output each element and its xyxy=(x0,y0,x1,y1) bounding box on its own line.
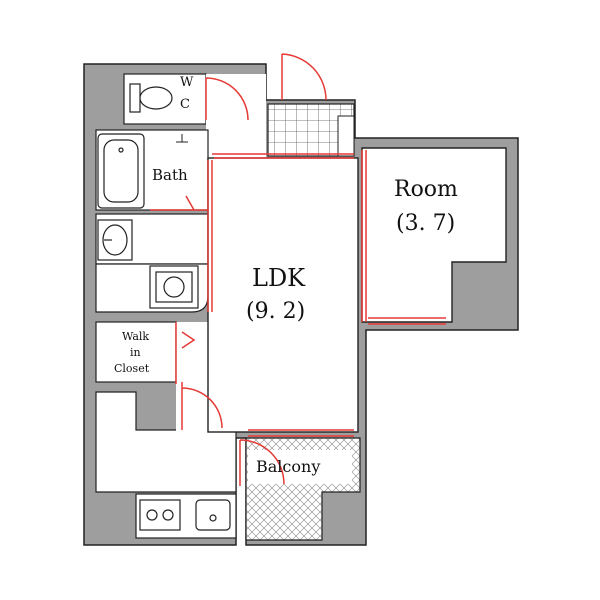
stove-icon xyxy=(139,499,181,531)
closet-label-line1: Walk xyxy=(122,330,149,343)
sink-icon xyxy=(195,499,231,531)
bath-label: Bath xyxy=(152,166,188,184)
ldk-label: LDK xyxy=(252,264,306,292)
closet-label-line2: in xyxy=(130,346,141,359)
doors xyxy=(150,53,446,486)
ldk-floor xyxy=(207,157,359,433)
closet-label-line3: Closet xyxy=(114,362,150,375)
bathtub-icon xyxy=(97,133,145,209)
washbasin-icon xyxy=(97,219,133,261)
shoe-cabinet xyxy=(337,115,355,157)
washing-machine-icon xyxy=(149,265,199,309)
room-label: Room xyxy=(394,177,458,202)
wc-label-c: C xyxy=(180,97,190,112)
shower-icon xyxy=(176,134,188,143)
ldk-size-label: (9. 2) xyxy=(246,299,305,324)
room-size-label: (3. 7) xyxy=(396,211,455,236)
toilet-icon xyxy=(129,83,173,113)
balcony-label-bg xyxy=(248,450,352,484)
balcony-label: Balcony xyxy=(256,457,320,476)
wc-label-w: W xyxy=(180,75,194,90)
corridor-top-floor xyxy=(206,74,266,158)
